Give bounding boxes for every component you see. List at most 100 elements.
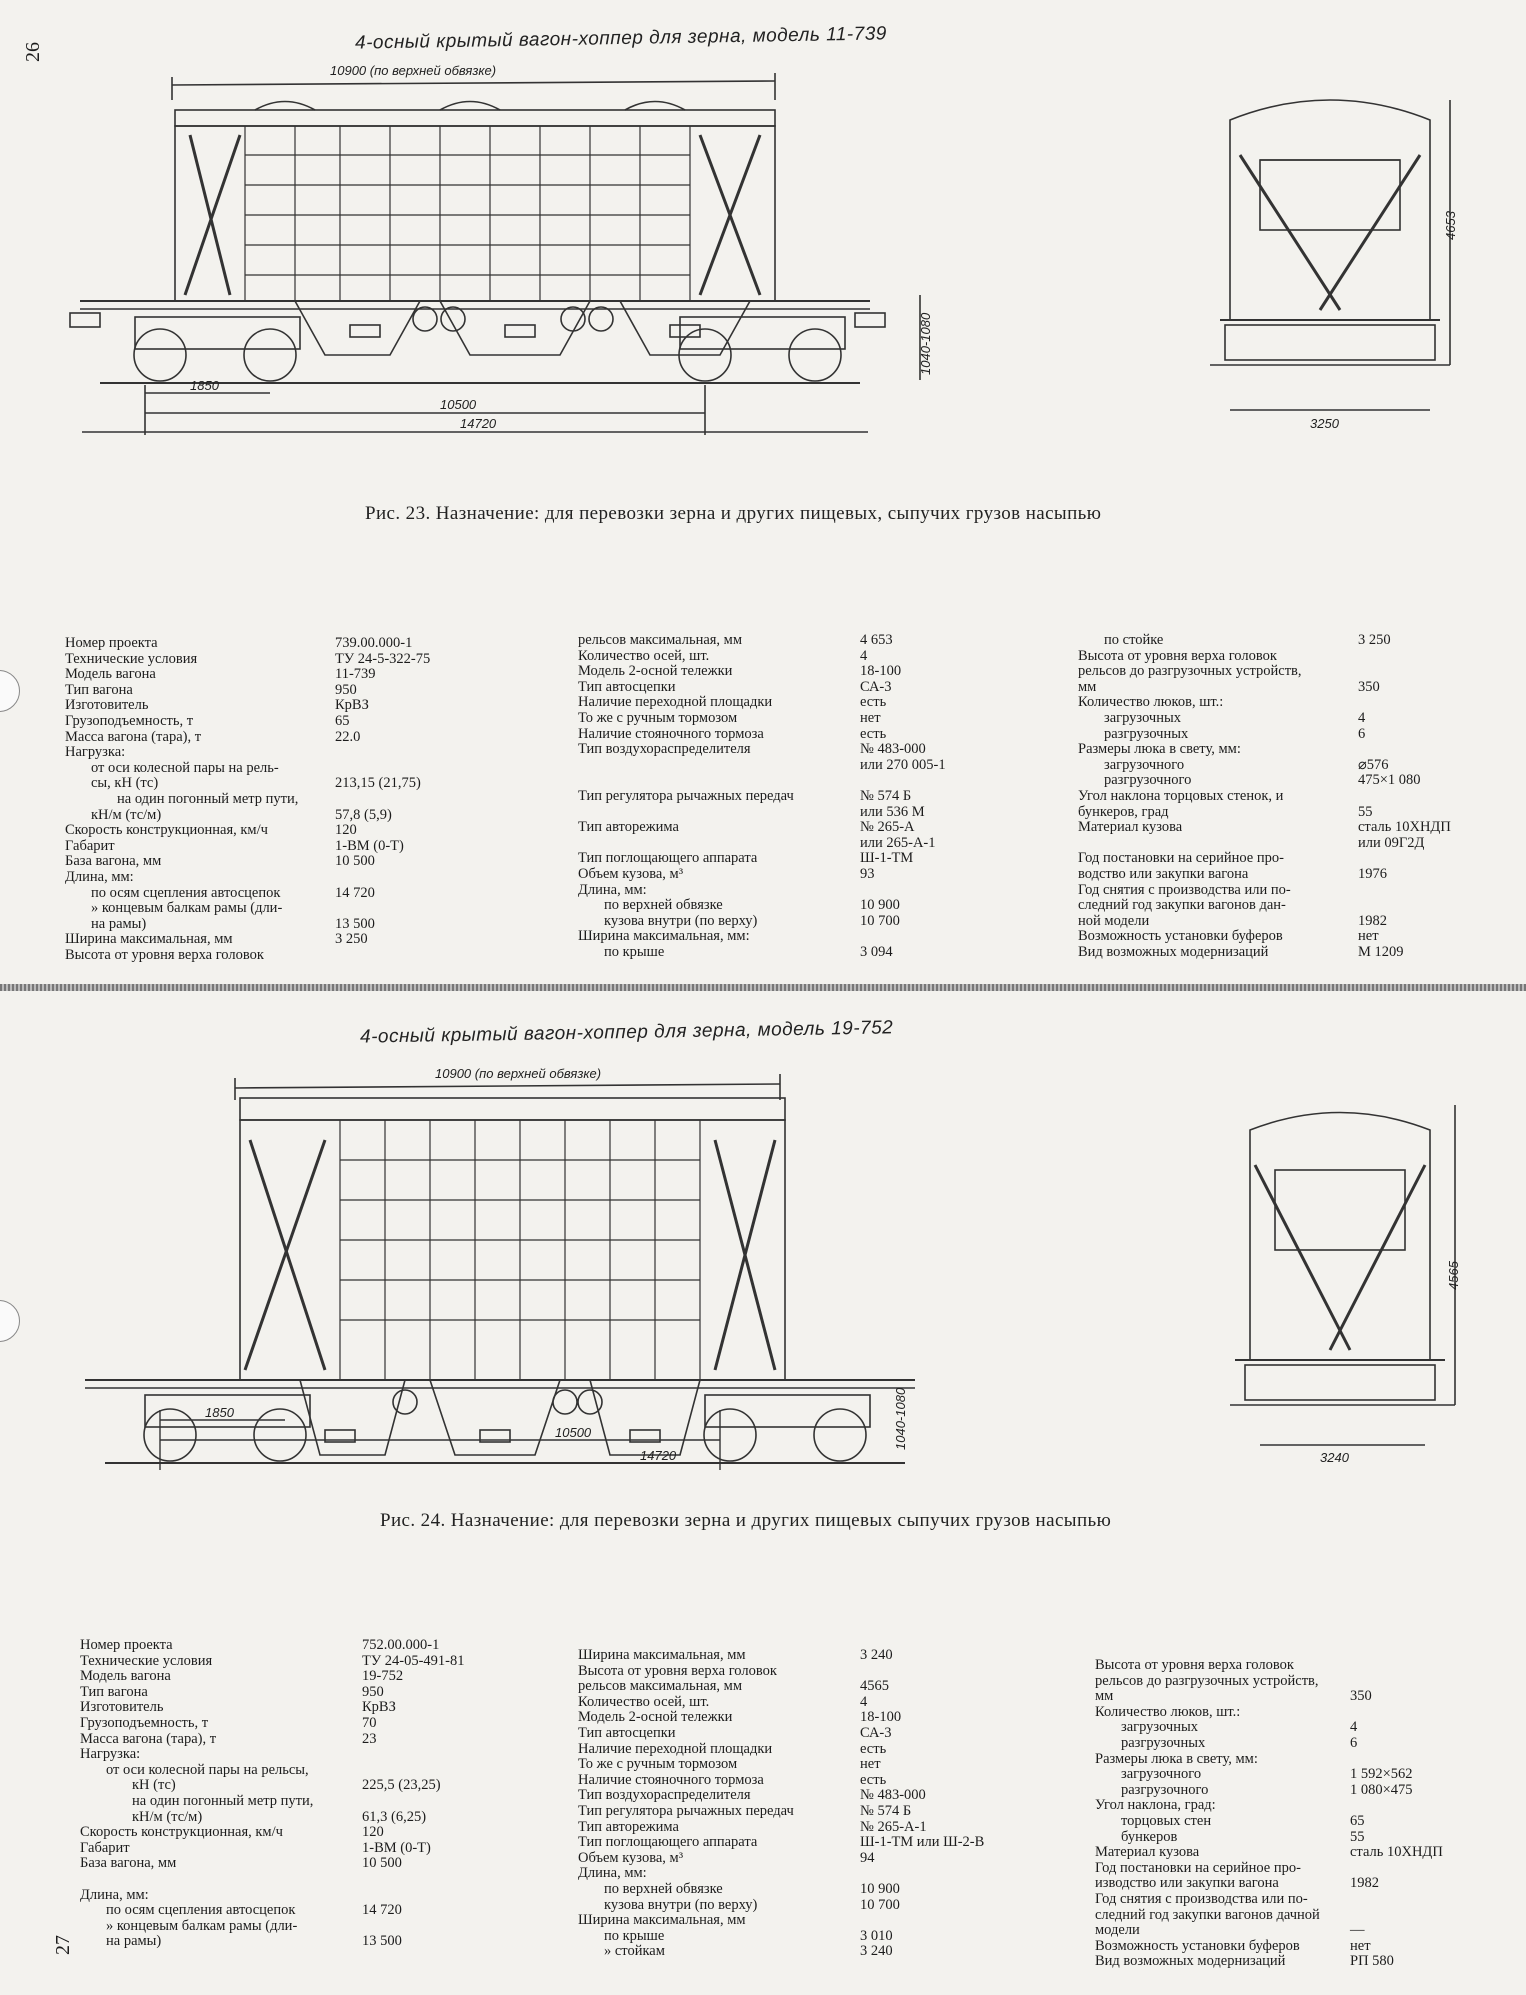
dim-1040-1080: 1040-1080: [918, 312, 933, 375]
spec-value: 23: [362, 1730, 377, 1747]
dim-14720: 14720: [640, 1448, 677, 1463]
spec-row: [578, 773, 1038, 789]
figure-24-end-view: 3240 4565: [1230, 1105, 1461, 1465]
spec-label: Количество люков, шт.:: [1078, 694, 1224, 711]
spec-row: или 265-А-1: [578, 834, 1038, 852]
spec-label: модели: [1095, 1922, 1140, 1939]
spec-label: Ширина максимальная, мм: [65, 931, 233, 948]
spec-value: 120: [362, 1824, 384, 1841]
spec-value: 4: [860, 1693, 868, 1710]
spec-row: следний год закупки вагонов дан-: [1078, 897, 1518, 914]
spec-row: Год постановки на серийное про-: [1095, 1860, 1525, 1877]
spec-label: Модель 2-осной тележки: [578, 663, 733, 680]
spec-value: 13 500: [362, 1933, 402, 1950]
spec-value: 4: [860, 647, 868, 664]
spec-row: То же с ручным тормозом нет: [578, 1757, 1038, 1773]
spec-row: Год снятия с производства или по-: [1078, 882, 1518, 899]
spec-label: Тип авторежима: [578, 819, 679, 836]
figure-24-caption: Рис. 24. Назначение: для перевозки зерна…: [380, 1510, 1112, 1531]
spec-label: кН/м (тс/м): [91, 806, 162, 823]
spec-value: 57,8 (5,9): [335, 806, 392, 823]
spec-label: рельсов максимальная, мм: [578, 1678, 743, 1695]
spec-value: 55: [1350, 1828, 1365, 1845]
spec-label: мм: [1078, 678, 1097, 695]
spec-label: загрузочных: [1121, 1719, 1198, 1736]
spec-label: Угол наклона торцовых стенок, и: [1078, 787, 1284, 804]
spec-value: нет: [860, 1756, 881, 1773]
spec-value: 65: [335, 712, 350, 729]
spec-value: 950: [335, 681, 357, 698]
spec-row: Год снятия с производства или по-: [1095, 1891, 1525, 1908]
spec-value: или 265-А-1: [860, 834, 936, 851]
spec-label: Количество осей, шт.: [578, 647, 710, 664]
spec-row: кН (тс)225,5 (23,25): [80, 1778, 560, 1794]
spec-value: 350: [1350, 1688, 1372, 1705]
spec-label: Тип авторежима: [578, 1818, 679, 1835]
spec-value: 14 720: [362, 1902, 402, 1919]
spec-value: Ш-1-ТМ: [860, 850, 914, 867]
spec-label: То же с ручным тормозом: [578, 1756, 738, 1773]
spec-label: рельсов максимальная, мм: [578, 632, 743, 648]
spec-value: 10 900: [860, 897, 900, 914]
figure-23-title: 4-осный крытый вагон-хоппер для зерна, м…: [354, 23, 888, 54]
spec-label: Год постановки на серийное про-: [1078, 850, 1284, 867]
spec-value: 1-ВМ (0-Т): [335, 837, 404, 854]
spec-value: 10 500: [335, 853, 375, 870]
spec-row: Год постановки на серийное про-: [1078, 851, 1518, 867]
spec-value: № 265-А: [860, 819, 915, 836]
spec-label: Тип регулятора рычажных передач: [578, 1802, 794, 1819]
spec-label: загрузочного: [1121, 1766, 1202, 1783]
spec-value: № 574 Б: [860, 1802, 912, 1819]
spec-value: ТУ 24-5-322-75: [335, 650, 431, 667]
spec-label: Количество люков, шт.:: [1095, 1703, 1241, 1720]
spec-label: Ширина максимальная, мм: [578, 1647, 746, 1663]
spec-label: Объем кузова, м³: [578, 1849, 684, 1866]
spec-value: нет: [860, 709, 881, 726]
spec-row: Длина, мм:: [578, 1866, 1038, 1882]
spec-value: Ш-1-ТМ или Ш-2-В: [860, 1834, 985, 1851]
spec-value: ⌀576: [1358, 756, 1389, 773]
spec-value: 6: [1358, 725, 1366, 742]
spec-label: мм: [1095, 1688, 1114, 1705]
spec-row: Размеры люка в свету, мм:: [1078, 742, 1518, 758]
spec-label: рельсов до разгрузочных устройств,: [1095, 1672, 1319, 1689]
spec-label: разгрузочного: [1121, 1781, 1209, 1798]
spec-row: Длина, мм:: [80, 1887, 560, 1904]
dim-top-length: 10900 (по верхней обвязке): [330, 63, 496, 78]
spec-label: Материал кузова: [1095, 1844, 1200, 1861]
spec-row: кузова внутри (по верху)10 700: [578, 1897, 1038, 1914]
spec-value: 6: [1350, 1734, 1358, 1751]
spec-label: от оси колесной пары на рель-: [91, 759, 279, 776]
spec-label: Тип воздухораспределителя: [578, 741, 751, 758]
spec-label: Угол наклона, град:: [1095, 1797, 1216, 1814]
spec-label: по осям сцепления автосцепок: [91, 884, 281, 901]
spec-label: Скорость конструкционная, км/ч: [65, 822, 268, 839]
spec-row: рельсов до разгрузочных устройств,: [1095, 1672, 1525, 1690]
spec-value: или 536 М: [860, 803, 925, 820]
spec-label: Вид возможных модернизаций: [1078, 943, 1269, 960]
